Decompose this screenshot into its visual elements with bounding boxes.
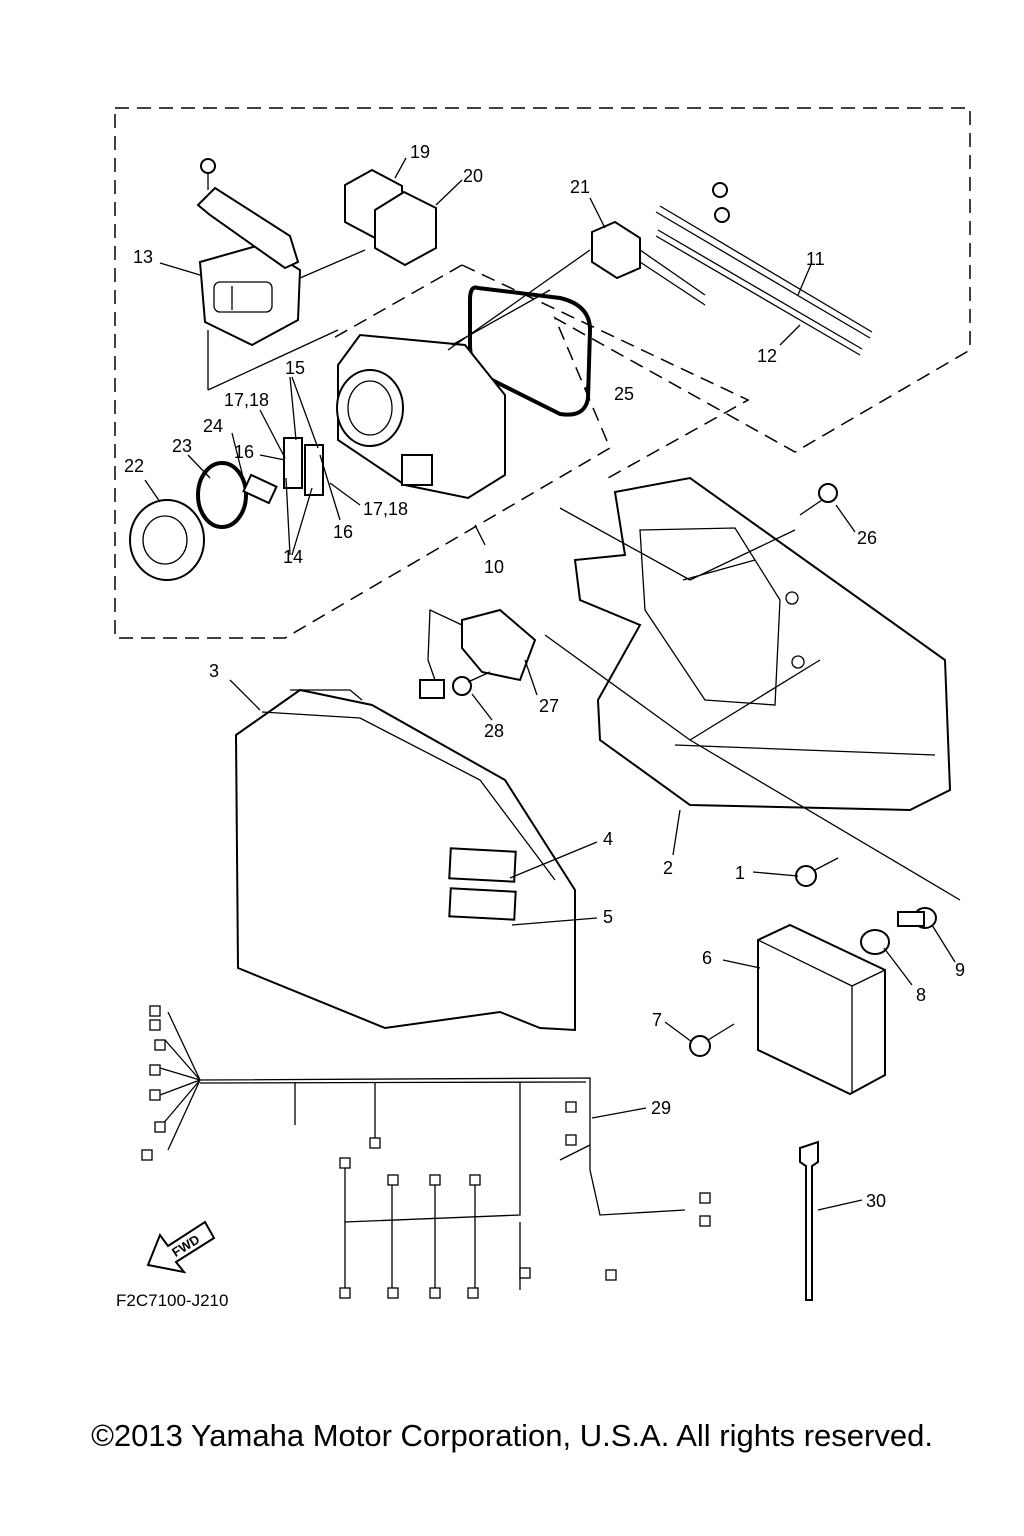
cable-tie-part-30	[799, 1140, 819, 1301]
throttle-body-part-10	[336, 333, 506, 500]
callout-11: 11	[806, 249, 825, 269]
cap-part-22	[129, 499, 205, 581]
callout-27: 27	[539, 696, 559, 716]
cover-part-3	[234, 688, 576, 1032]
callout-3: 3	[209, 661, 219, 681]
housing-part-2	[573, 476, 952, 812]
grommet-part-8	[860, 929, 890, 955]
callout-21: 21	[570, 177, 590, 197]
copyright-notice: ©2013 Yamaha Motor Corporation, U.S.A. A…	[91, 1418, 933, 1453]
callout-1718b: 17,18	[363, 499, 408, 519]
connector-part-24	[242, 473, 278, 505]
callout-26: 26	[857, 528, 877, 548]
callout-20: 20	[463, 166, 483, 186]
cable-part-12	[655, 229, 863, 356]
bolt-part-7	[689, 1023, 735, 1057]
callout-25: 25	[614, 384, 634, 404]
callout-labels: 1 2 3 4 5 6 7 8 9 10 11 12 13 14 15 16 1…	[124, 142, 965, 1211]
callout-22: 22	[124, 456, 144, 476]
subassembly-boundary	[114, 107, 971, 639]
callout-4: 4	[603, 829, 613, 849]
fwd-arrow-icon: FWD	[146, 1220, 216, 1274]
fuse-blocks-14-18	[283, 437, 324, 496]
leader-lines	[144, 157, 961, 1211]
callout-16a: 16	[234, 442, 254, 462]
callout-5: 5	[603, 907, 613, 927]
throttle-body-boundary	[329, 264, 750, 479]
callout-29: 29	[651, 1098, 671, 1118]
cover-part-13	[196, 158, 302, 347]
ecu-part-6	[757, 923, 886, 1096]
callout-30: 30	[866, 1191, 886, 1211]
callout-2: 2	[663, 858, 673, 878]
bolt-part-26	[799, 483, 838, 516]
wire-harness-part-29	[141, 1005, 711, 1299]
callout-1718a: 17,18	[224, 390, 269, 410]
callout-23: 23	[172, 436, 192, 456]
sensor-part-27	[419, 608, 537, 699]
callout-28: 28	[484, 721, 504, 741]
callout-10: 10	[484, 557, 504, 577]
callout-15: 15	[285, 358, 305, 378]
callout-8: 8	[916, 985, 926, 1005]
callout-24: 24	[203, 416, 223, 436]
callout-1: 1	[735, 863, 745, 883]
cable-part-11	[655, 182, 873, 339]
screw-part-28	[452, 671, 491, 696]
callout-16b: 16	[333, 522, 353, 542]
callout-13: 13	[133, 247, 153, 267]
gasket-part-25	[468, 285, 593, 417]
collar-part-9	[897, 907, 937, 929]
oring-part-23	[196, 461, 248, 529]
callout-14: 14	[283, 547, 303, 567]
callout-19: 19	[410, 142, 430, 162]
bolt-part-1	[795, 857, 839, 887]
callout-9: 9	[955, 960, 965, 980]
callout-12: 12	[757, 346, 777, 366]
relay-part-20	[374, 190, 437, 267]
callout-7: 7	[652, 1010, 662, 1030]
diagram-code: F2C7100-J210	[116, 1291, 228, 1310]
sensor-part-21	[591, 220, 706, 306]
callout-6: 6	[702, 948, 712, 968]
